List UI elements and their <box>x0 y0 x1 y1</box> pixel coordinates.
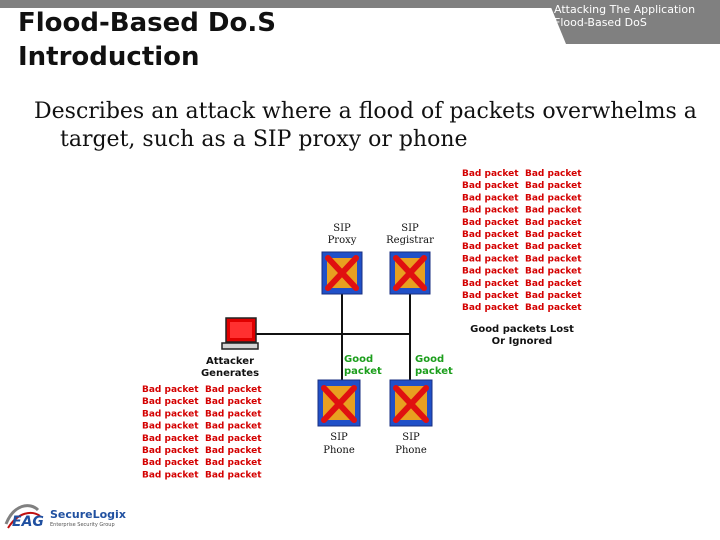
registrar-label-line-2: Registrar <box>386 235 434 246</box>
lost-label-line-2: Or Ignored <box>492 336 553 347</box>
header-tab-shape <box>548 0 720 44</box>
header-tab-line-2: Flood-Based DoS <box>554 16 647 29</box>
registrar-x-stroke-2 <box>393 255 427 291</box>
registrar-label-line-1: SIP <box>401 223 419 234</box>
bad-packet-label: Bad packet <box>525 242 582 252</box>
bad-packet-label: Bad packet <box>462 193 519 203</box>
computer-base <box>221 342 259 350</box>
good-packet-left-line-1: Good <box>344 354 373 365</box>
bad-packet-label: Bad packet <box>205 422 262 432</box>
x-mark-icon <box>321 385 357 423</box>
bad-packet-label: Bad packet <box>525 279 582 289</box>
attacker-label-line-2: Generates <box>201 368 259 379</box>
slide-title-line-2: Introduction <box>18 42 200 72</box>
bad-packet-label: Bad packet <box>525 303 582 313</box>
bad-packet-label: Bad packet <box>525 291 582 301</box>
bad-packet-label: Bad packet <box>205 458 262 468</box>
logo-tagline-text: Enterprise Security Group <box>50 522 115 528</box>
bad-packet-label: Bad packet <box>462 230 519 240</box>
footer-logo: EAG SecureLogix Enterprise Security Grou… <box>4 504 126 530</box>
body-text-line-1: Describes an attack where a flood of pac… <box>34 99 697 124</box>
bad-packet-label: Bad packet <box>462 169 519 179</box>
phone-left-x-stroke-2 <box>321 385 357 423</box>
good-packet-right-line-1: Good <box>415 354 444 365</box>
bad-packet-label: Bad packet <box>525 169 582 179</box>
good-packet-left-line-2: packet <box>344 366 382 377</box>
body-text-line-2: target, such as a SIP proxy or phone <box>60 127 468 152</box>
bad-packet-label: Bad packet <box>142 434 199 444</box>
proxy-label-line-2: Proxy <box>328 235 357 246</box>
bad-packet-label: Bad packet <box>142 422 199 432</box>
phone-right-x-stroke-2 <box>393 385 429 423</box>
phone-right-label-line-1: SIP <box>402 432 420 443</box>
bad-packet-label: Bad packet <box>142 397 199 407</box>
bad-packet-label: Bad packet <box>205 470 262 480</box>
bad-packet-label: Bad packet <box>462 291 519 301</box>
bad-packet-label: Bad packet <box>525 254 582 264</box>
bad-packet-label: Bad packet <box>462 254 519 264</box>
bad-packet-label: Bad packet <box>462 267 519 277</box>
bad-packet-label: Bad packet <box>205 446 262 456</box>
bad-packet-label: Bad packet <box>462 242 519 252</box>
bad-packet-label: Bad packet <box>142 385 199 395</box>
bad-packet-label: Bad packet <box>462 206 519 216</box>
section-header-tab: Attacking The Application Flood-Based Do… <box>548 0 720 44</box>
bad-packet-label: Bad packet <box>525 193 582 203</box>
bad-packet-label: Bad packet <box>525 230 582 240</box>
bad-packet-label: Bad packet <box>205 397 262 407</box>
lost-label-line-1: Good packets Lost <box>470 324 574 335</box>
logo-eag-text: EAG <box>12 514 44 530</box>
computer-screen <box>230 322 252 338</box>
bad-packet-label: Bad packet <box>205 409 262 419</box>
slide-title-line-1: Flood-Based Do.S <box>18 8 276 38</box>
bad-packet-label: Bad packet <box>525 218 582 228</box>
bad-packet-label: Bad packet <box>142 470 199 480</box>
bad-packet-label: Bad packet <box>142 409 199 419</box>
phone-right-label-line-2: Phone <box>395 445 427 456</box>
x-mark-icon <box>325 255 359 291</box>
bad-packet-label: Bad packet <box>205 385 262 395</box>
bad-packet-label: Bad packet <box>462 303 519 313</box>
proxy-label-line-1: SIP <box>333 223 351 234</box>
bad-packet-label: Bad packet <box>525 206 582 216</box>
proxy-x-stroke-2 <box>325 255 359 291</box>
bad-packet-label: Bad packet <box>462 279 519 289</box>
network-links <box>236 294 411 380</box>
good-packet-right-line-2: packet <box>415 366 453 377</box>
bad-packet-label: Bad packet <box>525 181 582 191</box>
bad-packet-label: Bad packet <box>205 434 262 444</box>
body-text: Describes an attack where a flood of pac… <box>34 98 714 154</box>
phone-left-label-line-1: SIP <box>330 432 348 443</box>
header-tab-line-1: Attacking The Application <box>554 3 696 16</box>
bad-packet-label: Bad packet <box>142 458 199 468</box>
attacker-label-line-1: Attacker <box>206 356 254 367</box>
slide-title: Flood-Based Do.S Introduction <box>18 6 276 74</box>
logo-brand-text: SecureLogix <box>50 508 126 521</box>
x-mark-icon <box>393 255 427 291</box>
bad-packet-label: Bad packet <box>142 446 199 456</box>
bad-packet-label: Bad packet <box>525 267 582 277</box>
top-accent-bar <box>0 0 720 8</box>
bad-packet-label: Bad packet <box>462 218 519 228</box>
computer-icon <box>221 317 259 350</box>
bad-packet-label: Bad packet <box>462 181 519 191</box>
x-mark-icon <box>393 385 429 423</box>
logo-swoosh-icon <box>4 504 41 529</box>
phone-left-label-line-2: Phone <box>323 445 355 456</box>
